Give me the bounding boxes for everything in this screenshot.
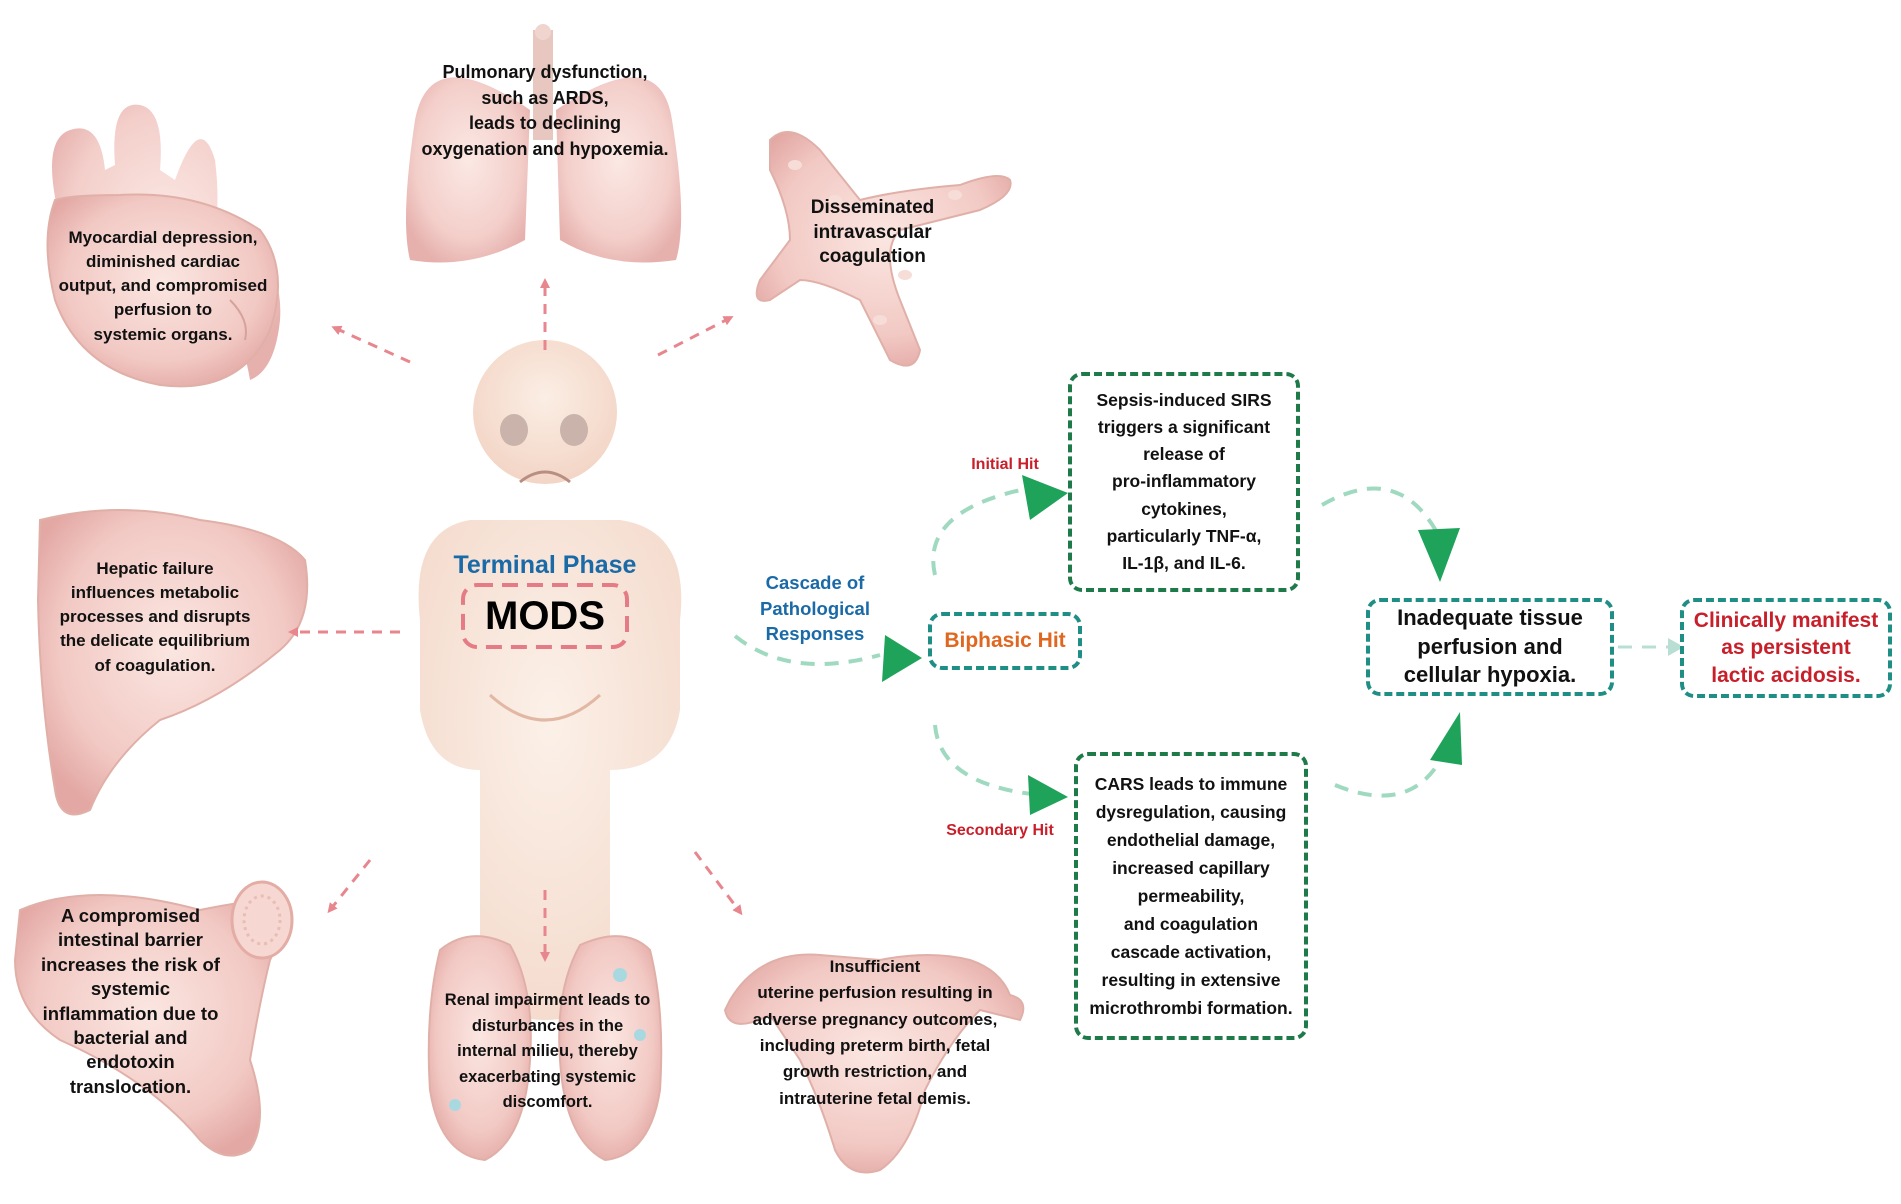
head-initial: [1022, 475, 1068, 520]
arrow-to-uterus: [693, 851, 743, 916]
pathway-arrowheads: [882, 475, 1684, 815]
liver-caption: Hepatic failure influences metabolic pro…: [59, 559, 251, 675]
head-secondary: [1028, 775, 1068, 815]
lungs-illustration: [406, 24, 682, 263]
right-eye: [560, 414, 588, 446]
cascade-to-biphasic: [733, 634, 881, 667]
terminal-phase-label: Terminal Phase: [453, 551, 637, 579]
hypoxia-box: Inadequate tissue perfusion and cellular…: [1366, 598, 1614, 696]
head-hypoxia-top: [1418, 528, 1460, 582]
kidneys-illustration: [427, 935, 663, 1162]
dic-caption: Disseminated intravascular coagulation: [810, 197, 935, 268]
kidneys-caption: Renal impairment leads to disturbances i…: [444, 991, 651, 1112]
cars-box: CARS leads to immune dysregulation, caus…: [1074, 752, 1308, 1040]
arrow-to-intestine: [327, 859, 372, 914]
intestine-illustration: [13, 880, 294, 1157]
patient-figure: [418, 340, 682, 1020]
uterus-illustration: [723, 953, 1025, 1174]
organ-arrows: [288, 278, 743, 962]
left-eye: [500, 414, 528, 446]
biphasic-to-secondary: [933, 724, 1041, 797]
cascade-label: Cascade of Pathological Responses: [760, 572, 870, 645]
arrow-to-vessel: [657, 316, 734, 357]
mods-box-frame: [461, 583, 629, 649]
sirs-box: Sepsis-induced SIRS triggers a significa…: [1068, 372, 1300, 592]
mods-label: MODS: [485, 594, 605, 638]
cars-to-hypoxia: [1334, 739, 1452, 798]
belly-curve: [488, 693, 602, 722]
head-biphasic: [882, 635, 922, 682]
frown: [519, 470, 571, 484]
figure-head: [473, 340, 617, 484]
head-outcome: [1668, 638, 1684, 656]
initial-hit-label: Initial Hit: [971, 456, 1039, 473]
heart-caption: Myocardial depression, diminished cardia…: [58, 228, 268, 344]
vessel-illustration: [755, 131, 1012, 367]
biphasic-to-initial: [931, 486, 1031, 576]
heart-illustration: [46, 104, 281, 388]
outcome-box: Clinically manifest as persistent lactic…: [1680, 598, 1892, 698]
uterus-caption: Insufficient uterine perfusion resulting…: [752, 957, 998, 1108]
intestine-caption: A compromised intestinal barrier increas…: [41, 905, 220, 1097]
lungs-caption: Pulmonary dysfunction, such as ARDS, lea…: [421, 62, 669, 159]
secondary-hit-label: Secondary Hit: [946, 822, 1054, 839]
sirs-to-hypoxia: [1321, 486, 1442, 539]
biphasic-hit-box: Biphasic Hit: [928, 612, 1082, 670]
arrow-to-heart: [331, 325, 411, 364]
liver-illustration: [36, 509, 309, 816]
head-hypoxia-bottom: [1430, 712, 1462, 765]
